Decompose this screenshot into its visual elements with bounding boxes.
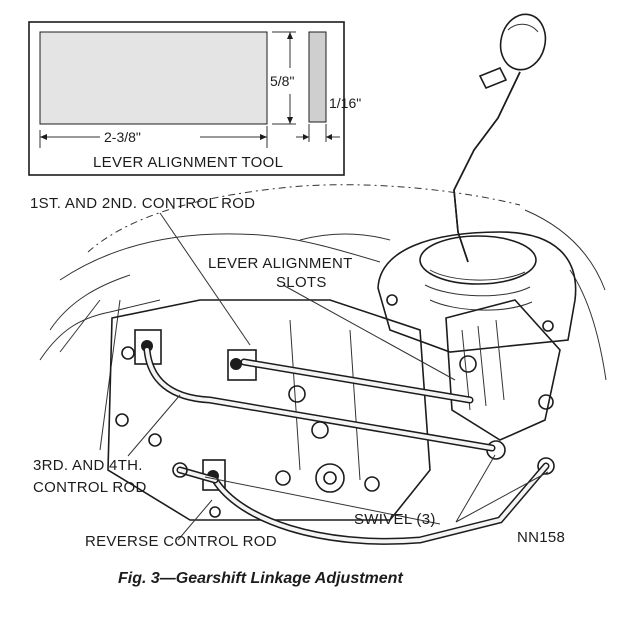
case-bolt — [148, 433, 162, 447]
leader-lines — [127, 212, 549, 541]
vehicle-body-outline — [39, 184, 607, 451]
case-bolt — [364, 476, 380, 492]
figure-caption: Fig. 3—Gearshift Linkage Adjustment — [118, 570, 403, 587]
lever-pivot-bolt — [459, 355, 477, 373]
control-rods — [143, 346, 550, 545]
case-bolt — [115, 413, 129, 427]
boot-screw — [386, 294, 398, 306]
figure-code: NN158 — [517, 529, 565, 546]
callouts: 1ST. AND 2ND. CONTROL ROD LEVER ALIGNMEN… — [30, 195, 565, 550]
callout-slots-line2: SLOTS — [276, 274, 327, 291]
tool-title: LEVER ALIGNMENT TOOL — [93, 154, 283, 171]
case-bolt — [288, 385, 306, 403]
callout-rod-1st-2nd: 1ST. AND 2ND. CONTROL ROD — [30, 195, 255, 212]
case-bolt — [275, 470, 291, 486]
rod-reverse — [211, 462, 550, 545]
boot-screw — [542, 320, 554, 332]
center-plug-inner — [323, 471, 337, 485]
lever-latch — [478, 66, 508, 90]
dim-length-label: 2-3/8" — [104, 129, 141, 145]
lever-pivot-bolt — [538, 394, 554, 410]
transmission-case — [107, 299, 431, 521]
tool-edge — [308, 31, 327, 123]
dim-width-label: 5/8" — [270, 73, 294, 89]
callout-reverse-rod: REVERSE CONTROL ROD — [85, 533, 277, 550]
case-bolt — [311, 421, 329, 439]
boot-top — [419, 235, 537, 285]
shift-knob — [499, 13, 547, 71]
callout-slots-line1: LEVER ALIGNMENT — [208, 255, 353, 272]
center-plug — [315, 463, 345, 493]
callout-rod-3rd-4th-line2: CONTROL ROD — [33, 479, 147, 496]
lever-pivot-bolt — [537, 457, 555, 475]
case-bolt — [121, 346, 135, 360]
gearshift-assembly — [377, 13, 577, 475]
case-bolt — [209, 506, 221, 518]
inset-frame — [28, 21, 345, 176]
dim-thickness-label: 1/16" — [329, 95, 361, 111]
tool-inset: 2-3/8" 5/8" 1/16" LEVER ALIGNMENT TOOL — [28, 21, 361, 176]
swivel-nut — [230, 358, 242, 370]
callout-rod-3rd-4th-line1: 3RD. AND 4TH. — [33, 457, 143, 474]
callout-swivel: SWIVEL (3) — [354, 511, 436, 528]
rod-end-bolt — [172, 462, 188, 478]
tool-face — [39, 31, 268, 125]
